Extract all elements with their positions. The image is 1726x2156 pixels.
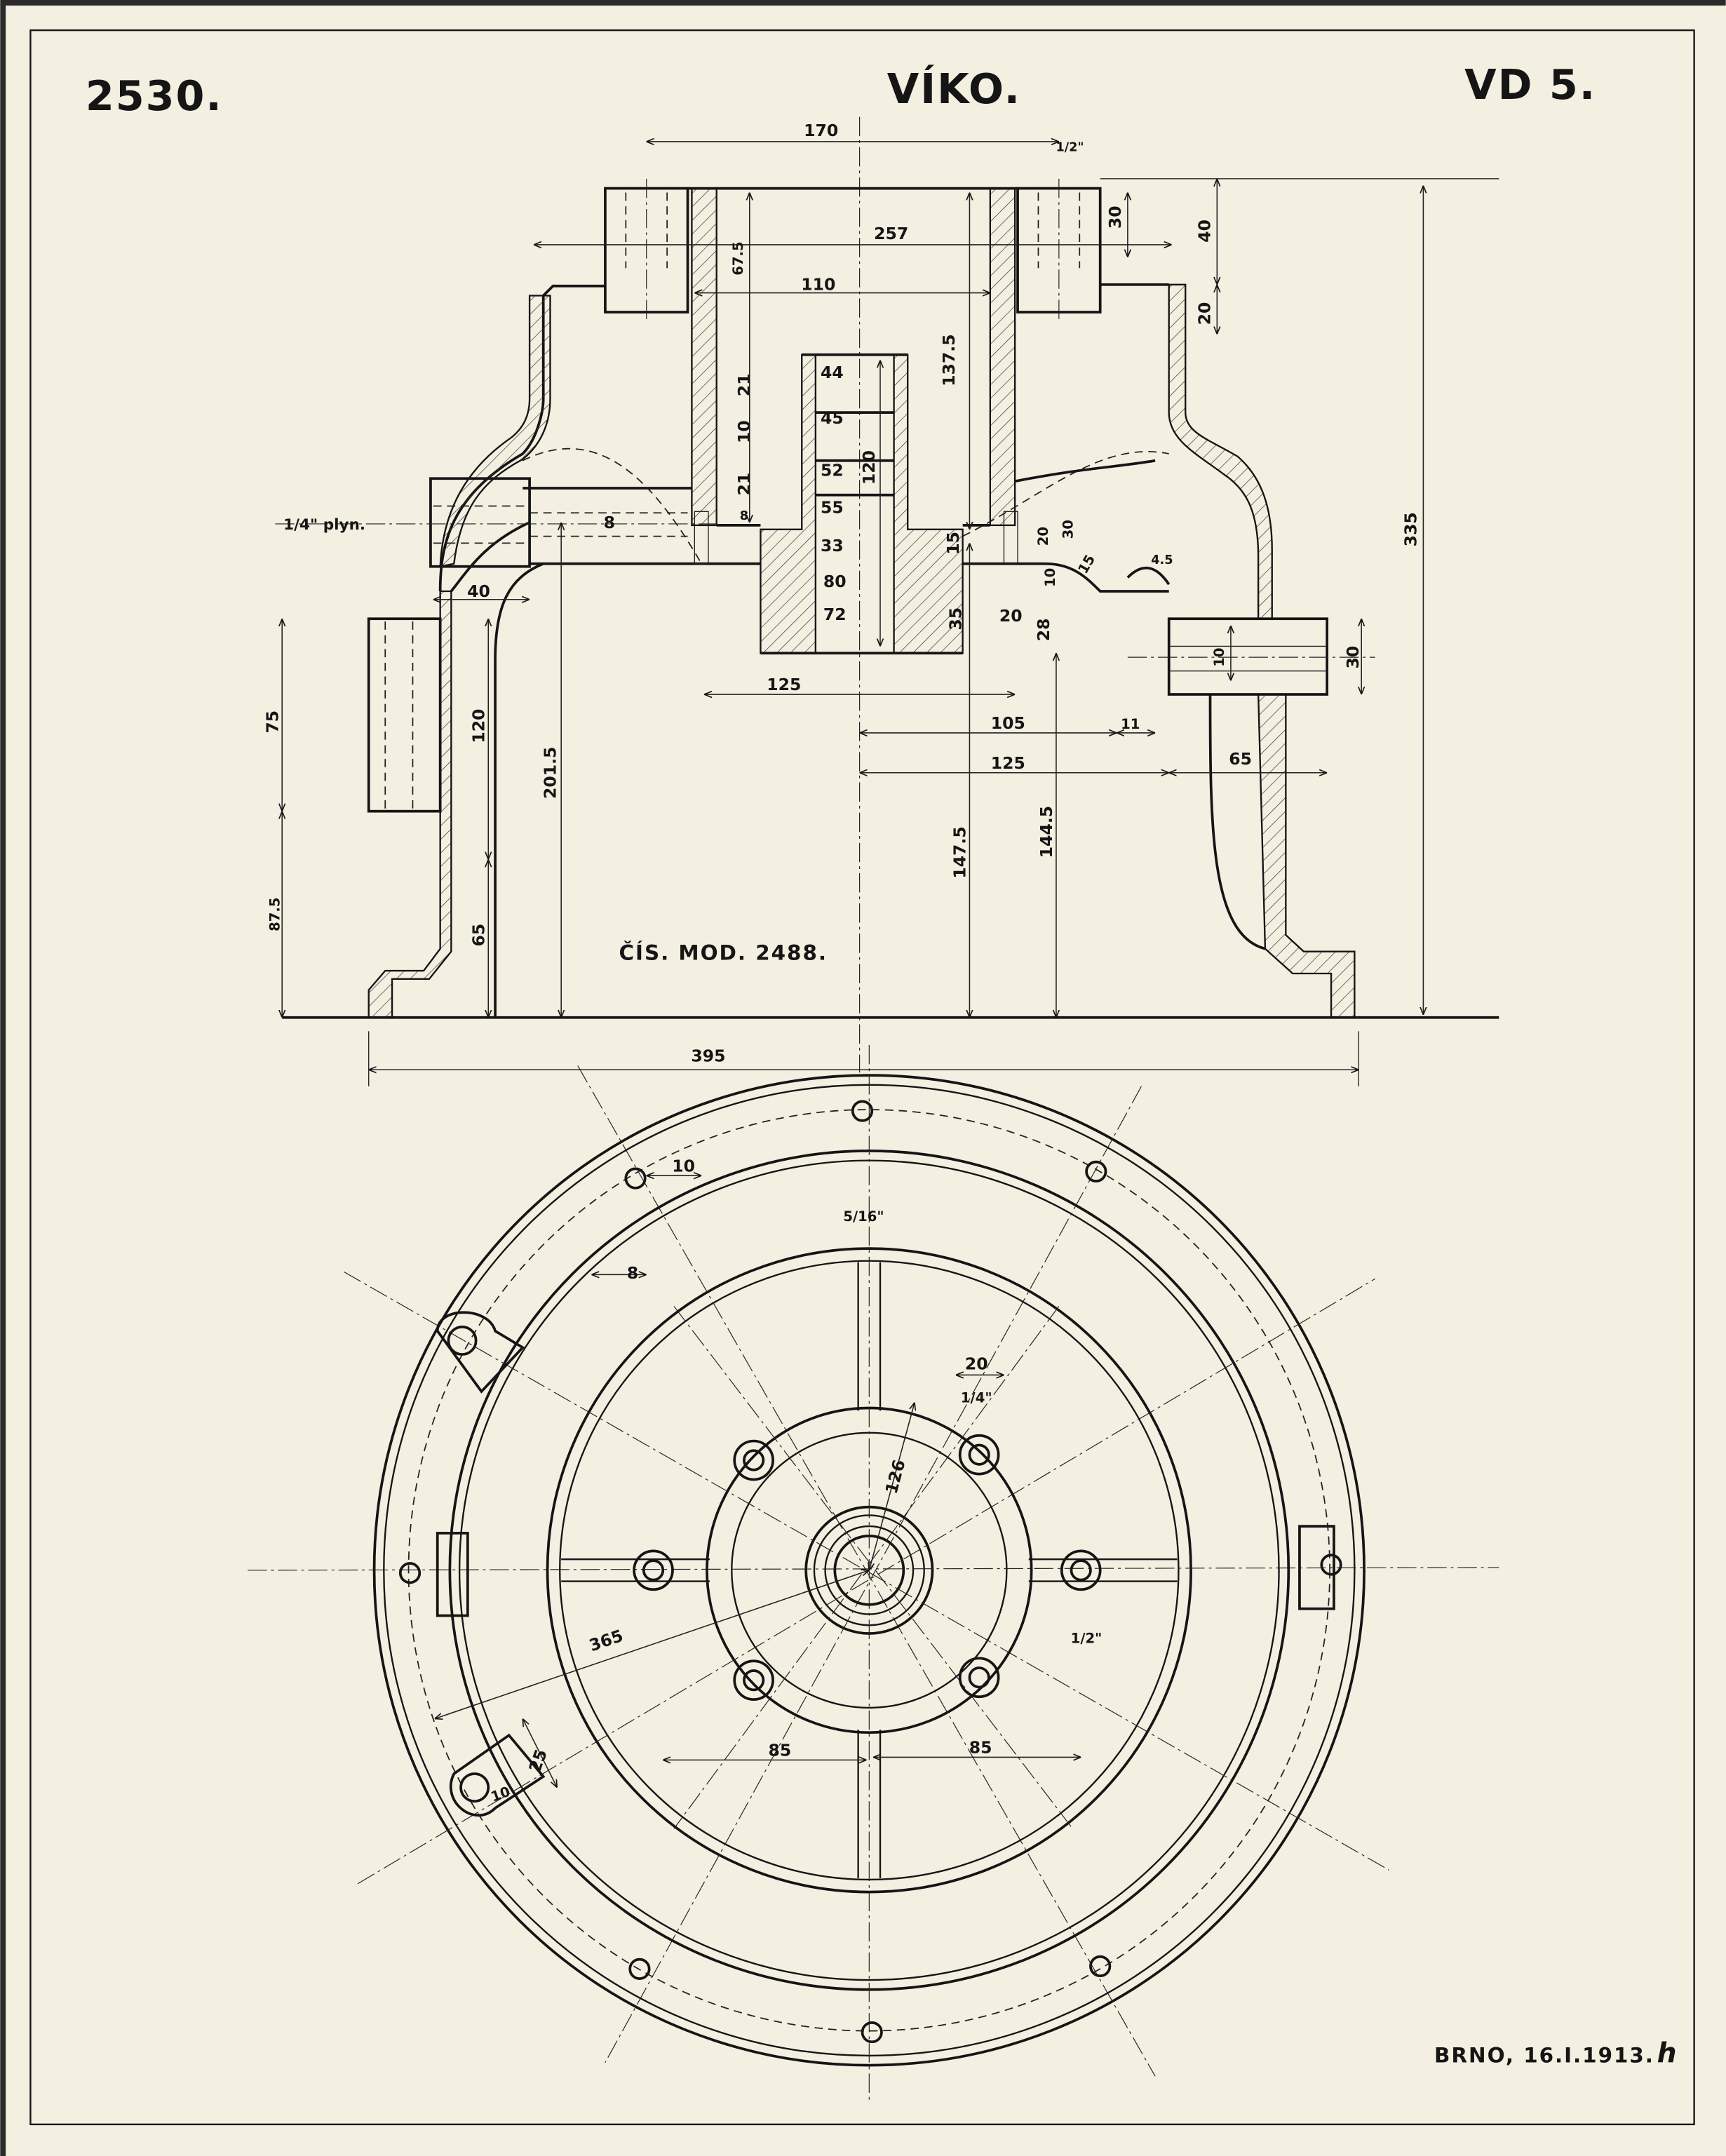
pipe-thread-note: 1/4" plyn. (283, 516, 365, 534)
dimension-label: 30 (1105, 206, 1125, 229)
dimension-label: 75 (262, 710, 282, 734)
section-dimension-lines (282, 142, 1499, 1086)
dimension-label: 85 (969, 1738, 992, 1758)
dimension-labels: 170 1/2" 257 30 40 20 67.5 110 137.5 44 … (262, 121, 1420, 1805)
dimension-label: 15 (943, 532, 963, 555)
dimension-label: 30 (1060, 520, 1076, 539)
dimension-label: 137.5 (939, 334, 959, 386)
dimension-label: 125 (991, 753, 1025, 773)
dimension-label: 80 (823, 572, 847, 591)
dimension-label: 20 (999, 606, 1023, 626)
dimension-label: 257 (874, 224, 908, 243)
dimension-label: 8 (627, 1263, 638, 1283)
dimension-label: 1/2" (1071, 1631, 1103, 1647)
dimension-label: 126 (882, 1457, 910, 1496)
dimension-label: 144.5 (1037, 806, 1056, 858)
dimension-label: 1/4" (961, 1390, 992, 1406)
dimension-label: 8 (604, 513, 615, 532)
dimension-label: 44 (821, 363, 844, 382)
dimension-label: 21 (734, 374, 754, 397)
dimension-label: 10 (1042, 568, 1058, 587)
dimension-label: 125 (767, 675, 801, 694)
dimension-label: 40 (1195, 220, 1215, 243)
dimension-label: 365 (586, 1626, 626, 1655)
dimension-label: 5/16" (843, 1208, 884, 1225)
plan-view (248, 1044, 1499, 2104)
drawing-border (29, 29, 1695, 2126)
dimension-label: 147.5 (950, 826, 970, 878)
dimension-label: 120 (468, 709, 488, 743)
dimension-label: 20 (1035, 527, 1051, 546)
dimension-label: 335 (1401, 512, 1421, 546)
bolt-holes (398, 1100, 1342, 2044)
dimension-label: 10 (734, 420, 754, 443)
dimension-label: 40 (467, 581, 490, 601)
dimension-label: 10 (1211, 647, 1227, 666)
dimension-label: 201.5 (540, 747, 560, 799)
dimension-label: 21 (734, 473, 754, 496)
dimension-label: 395 (691, 1046, 725, 1065)
drawing-title: VÍKO. (887, 65, 1021, 113)
dimension-label: 11 (1121, 716, 1140, 732)
model-number-note: ČÍS. MOD. 2488. (619, 939, 828, 964)
dimension-label: 20 (1195, 302, 1215, 325)
dimension-label: 30 (1343, 646, 1363, 669)
drawing-code: VD 5. (1464, 60, 1596, 109)
dimension-label: 52 (821, 460, 844, 480)
section-view (275, 116, 1499, 1073)
place-date-note: BRNO, 16.I.1913. (1434, 2044, 1654, 2068)
dimension-label: 28 (1034, 619, 1053, 642)
dimension-label: 105 (991, 713, 1025, 733)
dimension-label: 65 (1229, 749, 1252, 769)
dimension-label: 1/2" (1056, 141, 1084, 155)
signature: h (1657, 2038, 1677, 2070)
dimension-label: 85 (769, 1741, 792, 1760)
dimension-label: 110 (801, 275, 835, 295)
dimension-label: 65 (468, 924, 488, 947)
dimension-label: 72 (823, 605, 847, 624)
dimension-label: 120 (859, 450, 879, 485)
dimension-label: 8 (740, 509, 748, 523)
faded-stamp (193, 990, 276, 1348)
dimension-label: 33 (821, 536, 844, 555)
dimension-label: 35 (946, 607, 966, 631)
dimension-label: 20 (965, 1354, 988, 1374)
dimension-label: 45 (821, 408, 844, 428)
dimension-label: 55 (821, 497, 844, 517)
dimension-label: 170 (804, 121, 838, 140)
dimension-label: 10 (672, 1156, 695, 1175)
dimension-label: 67.5 (730, 241, 746, 275)
dimension-label: 4.5 (1151, 553, 1173, 567)
drawing-number: 2530. (86, 72, 223, 120)
dimension-label: 87.5 (267, 898, 283, 931)
